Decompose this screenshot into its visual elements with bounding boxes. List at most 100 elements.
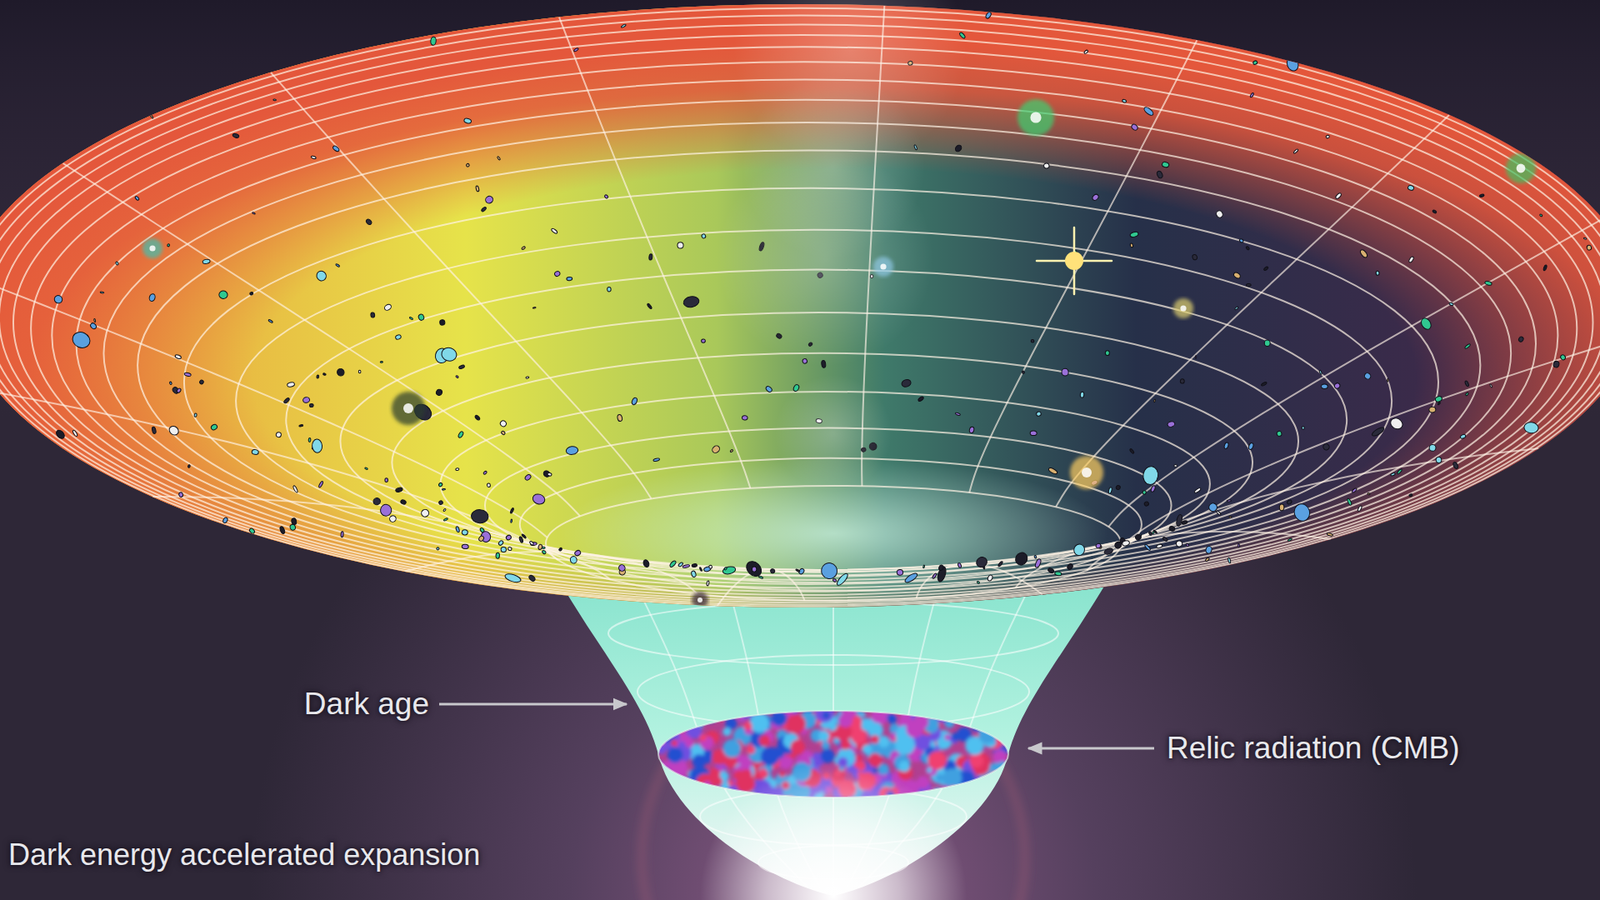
- galaxy: [1437, 401, 1441, 405]
- grid-ring: [51, 79, 1558, 591]
- galaxy: [1250, 92, 1255, 98]
- grid-meridian: [717, 569, 805, 606]
- cmb-blob: [970, 705, 983, 719]
- galaxy: [461, 529, 469, 535]
- galaxy: [682, 295, 700, 309]
- galaxy: [461, 544, 469, 550]
- cmb-blob: [681, 783, 700, 802]
- galaxy: [1066, 563, 1075, 571]
- galaxy: [1435, 456, 1442, 464]
- galaxy: [175, 387, 182, 394]
- cmb-blob: [935, 774, 945, 783]
- cmb-blob: [667, 746, 684, 763]
- cmb-blob: [979, 714, 989, 724]
- galaxy: [1357, 505, 1363, 512]
- galaxy: [741, 415, 748, 420]
- galaxy: [617, 563, 627, 573]
- grid-ring: [391, 353, 1253, 573]
- cmb-blob: [815, 703, 835, 723]
- galaxy: [184, 372, 192, 377]
- galaxy: [441, 488, 445, 490]
- galaxy: [974, 555, 989, 570]
- galaxy: [690, 570, 697, 578]
- galaxy: [1113, 540, 1123, 550]
- grid-meridian: [0, 275, 548, 538]
- cmb-blob: [785, 714, 805, 734]
- galaxy: [532, 306, 536, 309]
- grid-ring: [0, 8, 1600, 607]
- galaxy: [194, 413, 198, 418]
- grid-meridian: [1086, 448, 1540, 571]
- galaxy: [758, 575, 764, 580]
- galaxy: [316, 375, 320, 379]
- galaxy: [463, 117, 472, 125]
- cmb-blob: [997, 705, 1013, 720]
- cmb-blob: [664, 725, 675, 735]
- galaxy: [997, 560, 1004, 567]
- galaxy: [1542, 264, 1547, 271]
- cmb-blob: [660, 791, 668, 800]
- galaxy: [896, 569, 904, 576]
- cmb-blob: [962, 787, 977, 802]
- galaxy: [1319, 370, 1323, 375]
- star: [1065, 251, 1084, 270]
- galaxy: [1194, 487, 1202, 494]
- galaxy: [708, 565, 713, 570]
- galaxy: [1552, 360, 1560, 369]
- galaxy: [630, 396, 638, 405]
- galaxy: [751, 566, 757, 573]
- cmb-blob: [673, 718, 683, 728]
- galaxy: [275, 431, 282, 438]
- galaxy: [1301, 426, 1305, 430]
- galaxy: [818, 560, 840, 582]
- grid-ring: [30, 61, 1577, 595]
- galaxy: [1144, 543, 1151, 551]
- galaxy: [566, 276, 573, 281]
- galaxy: [730, 449, 734, 453]
- galaxy: [438, 482, 444, 488]
- galaxy: [1560, 354, 1567, 361]
- cmb-blob: [790, 740, 806, 755]
- galaxy: [528, 574, 537, 583]
- galaxy: [1155, 543, 1163, 549]
- galaxy: [1388, 415, 1405, 431]
- cmb-blob: [733, 770, 745, 781]
- galaxy: [1035, 410, 1042, 417]
- grid-ring: [0, 35, 1600, 601]
- galaxy: [832, 578, 837, 583]
- galaxy: [1363, 371, 1372, 380]
- star-spikes: [1036, 227, 1112, 295]
- galaxy-core: [1030, 111, 1041, 123]
- cmb-blob: [979, 781, 985, 788]
- grid-meridian: [63, 163, 581, 516]
- galaxy: [969, 426, 975, 434]
- cmb-blob: [699, 703, 720, 724]
- galaxy: [1208, 502, 1219, 513]
- galaxy: [1180, 379, 1185, 385]
- galaxy: [100, 291, 105, 294]
- galaxy: [1034, 558, 1042, 569]
- galaxy: [249, 291, 254, 296]
- galaxy: [222, 516, 229, 524]
- cmb-blob: [862, 744, 873, 755]
- galaxy: [1245, 283, 1251, 287]
- galaxy: [438, 500, 444, 505]
- galaxy: [169, 381, 173, 385]
- galaxy: [93, 318, 96, 322]
- cmb-blob: [661, 702, 680, 720]
- galaxy: [1346, 498, 1353, 506]
- cmb-blob: [925, 790, 933, 799]
- cmb-blob: [960, 711, 968, 720]
- galaxy: [53, 294, 65, 305]
- galaxy: [525, 376, 530, 380]
- cmb-blob: [671, 709, 690, 727]
- galaxy: [1263, 265, 1269, 271]
- galaxy: [541, 550, 547, 555]
- galaxy: [1215, 510, 1221, 516]
- galaxy: [669, 560, 677, 569]
- galaxy: [1452, 461, 1460, 470]
- galaxy: [315, 269, 329, 283]
- galaxy: [510, 519, 513, 523]
- leader-arrow: [1028, 747, 1155, 750]
- galaxy: [553, 270, 560, 277]
